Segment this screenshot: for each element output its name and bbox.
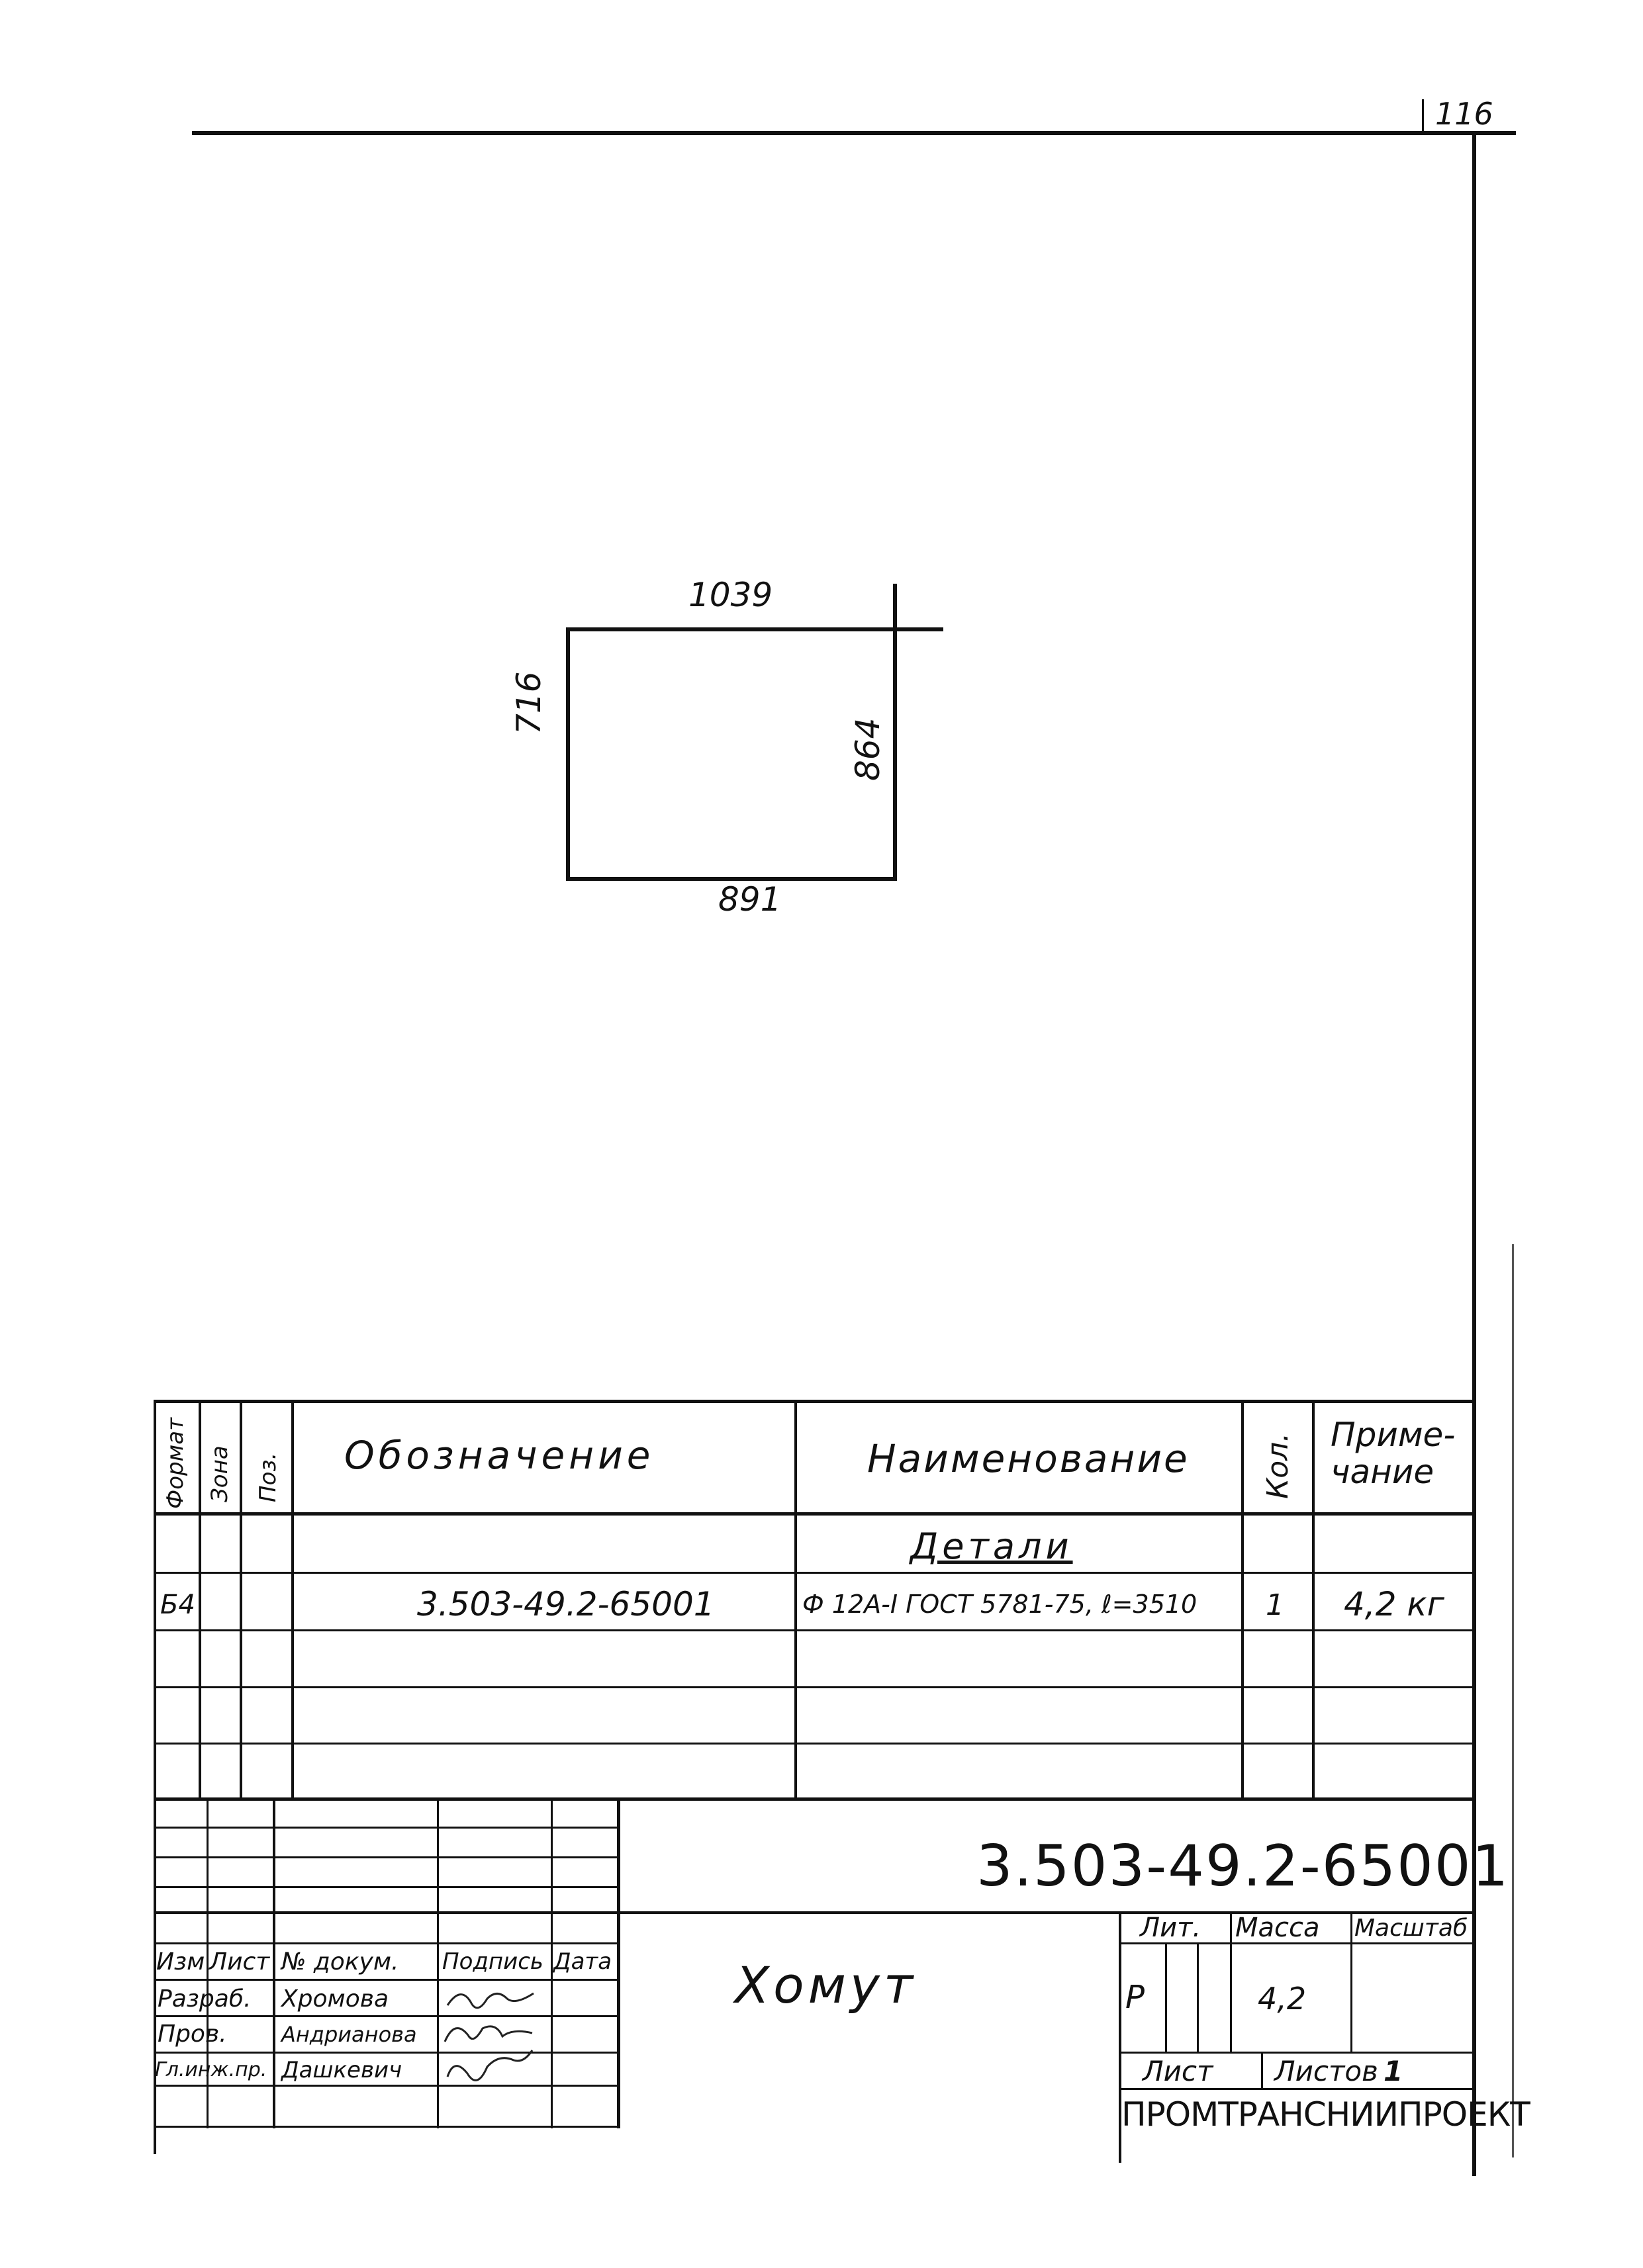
tb-line-1 [154,1827,617,1829]
tb-col-doc [273,1797,275,2128]
row-note: 4,2 кг [1344,1585,1444,1623]
mass-value: 4,2 [1258,1981,1307,2017]
header-note: Приме- чание [1331,1416,1456,1491]
col-header-doc-num: № докум. [281,1948,399,1975]
frame-top-line [192,131,1516,135]
spec-col-left-edge [154,1400,156,2154]
tb-line-6 [154,1979,617,1981]
tb-line-2 [154,1856,617,1858]
row-name: Ф 12А-I ГОСТ 5781-75, ℓ=3510 [802,1590,1197,1619]
sheet-number-divider [1422,99,1424,132]
lit-value: Р [1125,1979,1145,2016]
row-qty: 1 [1266,1588,1284,1622]
header-name: Наименование [867,1436,1190,1481]
frame-right-outer-line [1512,1244,1514,2157]
spec-line-row4 [154,1743,1476,1745]
signature-chief [446,2050,534,2081]
spec-line-top [154,1400,1476,1403]
name-developer: Хромова [281,1985,389,2013]
role-checker: Пров. [158,2020,227,2048]
spec-line-row1 [154,1572,1476,1574]
signature-developer [446,1992,534,2009]
col-header-signature: Подпись [442,1948,543,1975]
col-header-list: Лист [209,1948,270,1975]
spec-col-designation [794,1400,797,1800]
tb-right-org-line [1119,2088,1476,2090]
col-header-izm: Изм [156,1948,205,1975]
sheets-value: 1 [1384,2055,1403,2087]
tb-right-header-line [1119,1942,1476,1944]
section-title: Детали [910,1525,1073,1567]
organization: ПРОМТРАНСНИИПРОЕКТ [1121,2095,1530,2134]
col-header-date: Дата [553,1948,612,1975]
sheet-label: Лист [1143,2055,1213,2087]
header-designation: Обозначение [344,1433,655,1478]
tb-line-3 [154,1886,617,1888]
tb-col-sign [437,1797,439,2128]
spec-col-qty [1312,1400,1315,1800]
tb-col-list [207,1797,209,2128]
sheets-label: Листов [1274,2055,1378,2087]
frame-right-line [1472,131,1476,2176]
tb-line-5 [154,1942,617,1944]
scale-label: Масштаб [1354,1915,1468,1942]
tb-lit-sub-2 [1197,1942,1199,2052]
tb-lit-sub-1 [1165,1942,1167,2052]
tb-line-8 [154,2052,617,2054]
spec-line-row3 [154,1686,1476,1688]
doc-title: Хомут [735,1956,917,2015]
spec-col-format [199,1400,201,1800]
tb-line-9 [154,2085,617,2087]
signature-checker [444,2025,533,2042]
spec-line-row2 [154,1629,1476,1631]
name-chief-engineer: Дашкевич [281,2057,402,2083]
role-chief-engineer: Гл.инж.пр. [155,2058,267,2081]
tb-lit-left [1119,1911,1121,2163]
dimension-bottom: 891 [718,880,782,919]
lit-label: Лит. [1140,1913,1201,1943]
sheet-number: 116 [1435,96,1493,132]
row-designation: 3.503-49.2-65001 [417,1585,715,1623]
tb-col-title [617,1797,620,2128]
row-format: Б4 [160,1590,195,1620]
dimension-top: 1039 [688,576,773,614]
tb-line-10 [154,2126,617,2128]
spec-line-bottom [154,1797,1476,1801]
tb-line-4 [154,1911,1476,1914]
tb-scale-left [1350,1911,1352,2052]
mass-label: Масса [1235,1913,1320,1943]
doc-code: 3.503-49.2-65001 [976,1833,1510,1899]
tb-line-7 [154,2015,617,2017]
name-checker: Андрианова [281,2022,417,2047]
spec-col-name [1241,1400,1244,1800]
tb-col-date [551,1797,553,2128]
tb-sheets-divider [1261,2052,1263,2088]
spec-col-pos [291,1400,294,1800]
spec-col-zone [240,1400,242,1800]
spec-line-header-bottom [154,1512,1476,1516]
tb-mass-left [1230,1911,1232,2052]
role-developer: Разраб. [158,1985,252,2013]
tb-right-sheet-line [1119,2052,1476,2054]
